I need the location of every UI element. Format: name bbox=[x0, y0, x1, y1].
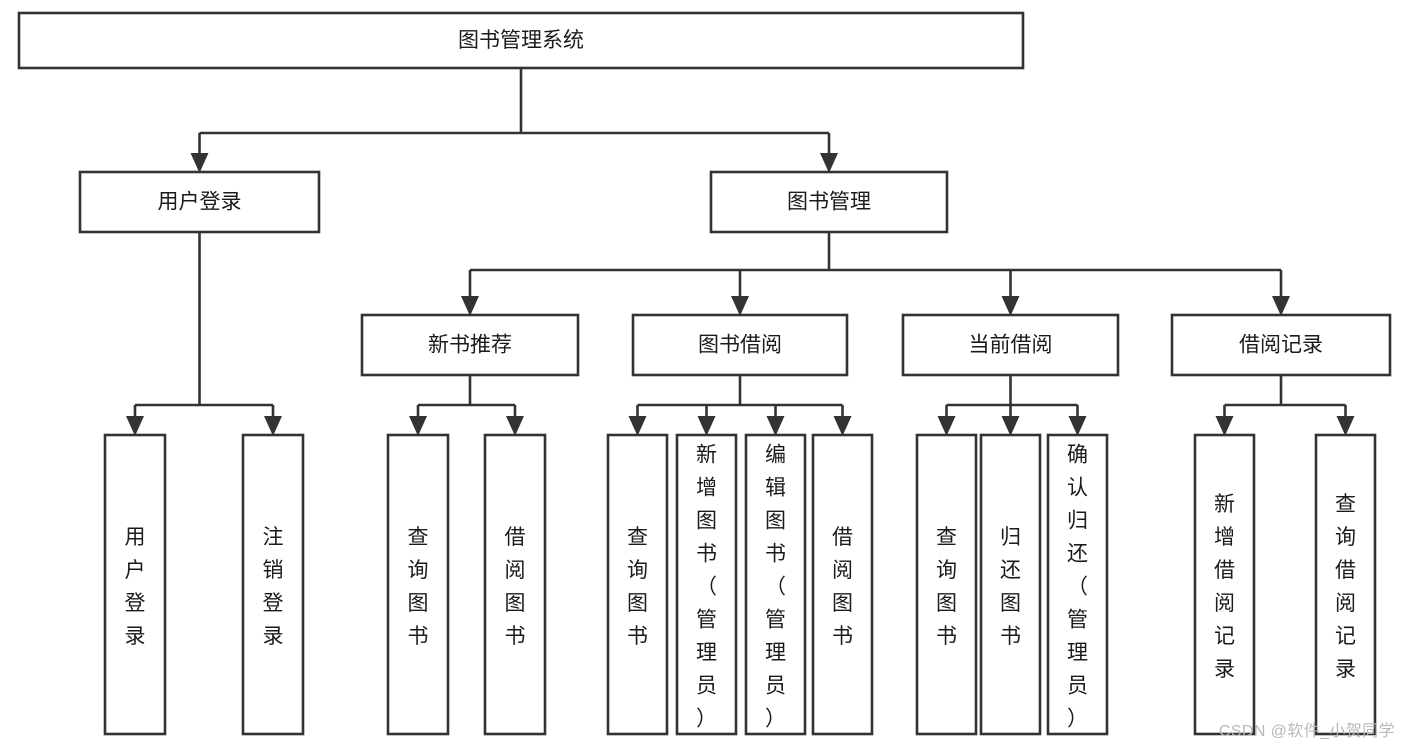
node-label: 确认归还（管理员） bbox=[1067, 444, 1088, 731]
node-leaf-borrow-book-1[interactable]: 借阅图书 bbox=[483, 433, 547, 736]
node-user-login[interactable]: 用户登录 bbox=[78, 170, 321, 234]
node-box bbox=[1170, 313, 1392, 377]
arrowhead bbox=[506, 416, 524, 436]
arrowhead bbox=[190, 153, 209, 173]
arrowhead bbox=[1068, 416, 1087, 436]
node-label: 查询图书 bbox=[408, 526, 429, 648]
connector-book-manage bbox=[461, 232, 1290, 316]
node-label: 查询借阅记录 bbox=[1335, 493, 1356, 681]
node-box bbox=[17, 11, 1025, 70]
node-label: 归还图书 bbox=[1000, 526, 1021, 648]
arrowhead bbox=[1272, 296, 1290, 316]
node-label: 新增借阅记录 bbox=[1214, 493, 1235, 681]
arrowhead bbox=[697, 416, 716, 436]
node-borrow-record[interactable]: 借阅记录 bbox=[1170, 313, 1392, 377]
arrowhead bbox=[409, 416, 427, 436]
arrowhead bbox=[126, 416, 144, 436]
connector-root bbox=[190, 68, 838, 173]
node-label: 用户登录 bbox=[158, 191, 242, 214]
node-box bbox=[901, 313, 1120, 377]
node-book-manage[interactable]: 图书管理 bbox=[709, 170, 949, 234]
node-box bbox=[483, 433, 547, 736]
node-leaf-borrow-book-2[interactable]: 借阅图书 bbox=[811, 433, 874, 736]
node-box bbox=[709, 170, 949, 234]
node-leaf-return-book[interactable]: 归还图书 bbox=[979, 433, 1042, 736]
node-box bbox=[744, 433, 807, 736]
node-new-book-rec[interactable]: 新书推荐 bbox=[360, 313, 580, 377]
node-box bbox=[675, 433, 738, 736]
arrowhead bbox=[1336, 416, 1355, 436]
connector-borrow-record bbox=[1215, 375, 1355, 436]
node-box bbox=[979, 433, 1042, 736]
node-box bbox=[103, 433, 167, 736]
node-label: 查询图书 bbox=[627, 526, 648, 648]
node-leaf-confirm-return[interactable]: 确认归还（管理员） bbox=[1046, 433, 1109, 736]
node-label: 注销登录 bbox=[263, 526, 284, 648]
node-label: 图书管理 bbox=[787, 191, 871, 214]
node-label: 当前借阅 bbox=[969, 334, 1053, 357]
node-box bbox=[1046, 433, 1109, 736]
connector-book-borrow bbox=[628, 375, 852, 436]
arrowhead bbox=[461, 296, 479, 316]
arrowhead bbox=[628, 416, 647, 436]
node-box bbox=[606, 433, 669, 736]
connector-new-book-rec bbox=[409, 375, 524, 436]
arrowhead bbox=[833, 416, 852, 436]
node-leaf-edit-book[interactable]: 编辑图书（管理员） bbox=[744, 433, 807, 736]
node-leaf-query-record[interactable]: 查询借阅记录 bbox=[1314, 433, 1377, 736]
node-box bbox=[241, 433, 305, 736]
node-label: 查询图书 bbox=[936, 526, 957, 648]
node-label: 借阅图书 bbox=[832, 526, 853, 648]
node-label: 编辑图书（管理员） bbox=[765, 444, 786, 731]
node-label: 用户登录 bbox=[125, 526, 146, 648]
connector-user-login bbox=[126, 232, 282, 436]
arrowhead bbox=[264, 416, 282, 436]
node-box bbox=[1193, 433, 1256, 736]
node-layer: 图书管理系统用户登录图书管理新书推荐图书借阅当前借阅借阅记录用户登录注销登录查询… bbox=[17, 11, 1392, 736]
arrowhead bbox=[766, 416, 785, 436]
node-box bbox=[78, 170, 321, 234]
node-leaf-add-record[interactable]: 新增借阅记录 bbox=[1193, 433, 1256, 736]
node-label: 图书管理系统 bbox=[458, 29, 584, 52]
node-current-borrow[interactable]: 当前借阅 bbox=[901, 313, 1120, 377]
node-box bbox=[915, 433, 978, 736]
node-box bbox=[811, 433, 874, 736]
arrowhead bbox=[731, 296, 749, 316]
node-leaf-query-book-2[interactable]: 查询图书 bbox=[606, 433, 669, 736]
arrowhead bbox=[1001, 416, 1020, 436]
arrowhead bbox=[937, 416, 956, 436]
node-leaf-add-book[interactable]: 新增图书（管理员） bbox=[675, 433, 738, 736]
node-label: 图书借阅 bbox=[698, 334, 782, 357]
connector-layer bbox=[126, 68, 1355, 436]
node-book-borrow[interactable]: 图书借阅 bbox=[631, 313, 849, 377]
node-label: 新书推荐 bbox=[428, 334, 512, 357]
arrowhead bbox=[1001, 296, 1020, 316]
node-leaf-user-login[interactable]: 用户登录 bbox=[103, 433, 167, 736]
node-box bbox=[1314, 433, 1377, 736]
arrowhead bbox=[1215, 416, 1234, 436]
arrowhead bbox=[820, 153, 838, 173]
node-label: 借阅记录 bbox=[1239, 334, 1323, 357]
node-label: 借阅图书 bbox=[505, 526, 526, 648]
connector-current-borrow bbox=[937, 375, 1087, 436]
node-leaf-query-book-3[interactable]: 查询图书 bbox=[915, 433, 978, 736]
node-box bbox=[631, 313, 849, 377]
node-box bbox=[386, 433, 450, 736]
node-leaf-logout[interactable]: 注销登录 bbox=[241, 433, 305, 736]
node-root[interactable]: 图书管理系统 bbox=[17, 11, 1025, 70]
node-leaf-query-book-1[interactable]: 查询图书 bbox=[386, 433, 450, 736]
node-label: 新增图书（管理员） bbox=[696, 444, 717, 731]
node-box bbox=[360, 313, 580, 377]
csdn-watermark: CSDN @软件_小贺同学 bbox=[1218, 723, 1395, 740]
